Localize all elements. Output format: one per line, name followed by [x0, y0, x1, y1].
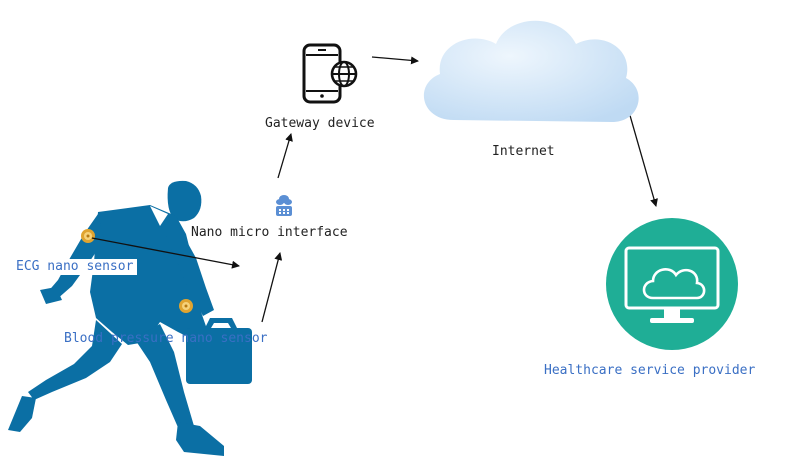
arrow-ecg-to-interface	[91, 237, 240, 269]
arrow-gateway-to-internet	[371, 56, 419, 65]
bp-sensor-dot-icon	[179, 299, 193, 313]
blood-pressure-nano-sensor-label: Blood pressure nano sensor	[64, 331, 268, 346]
gateway-device-label: Gateway device	[265, 116, 375, 131]
running-businessman-icon	[8, 180, 252, 456]
monitor-cloud-icon	[606, 218, 738, 350]
smartphone-globe-icon	[302, 43, 358, 104]
shirt-collar	[150, 206, 168, 226]
ecg-sensor-dot-icon	[81, 229, 95, 243]
healthcare-service-provider-label: Healthcare service provider	[544, 363, 756, 378]
arrow-interface-to-gateway	[277, 133, 293, 179]
nano-micro-interface-label: Nano micro interface	[191, 225, 348, 240]
arrow-bp-to-interface	[261, 252, 283, 323]
cloud-icon	[423, 20, 639, 122]
internet-label: Internet	[492, 144, 555, 159]
arrow-internet-to-provider	[624, 97, 658, 207]
chip-icon	[276, 195, 292, 216]
ecg-nano-sensor-label: ECG nano sensor	[14, 259, 138, 275]
